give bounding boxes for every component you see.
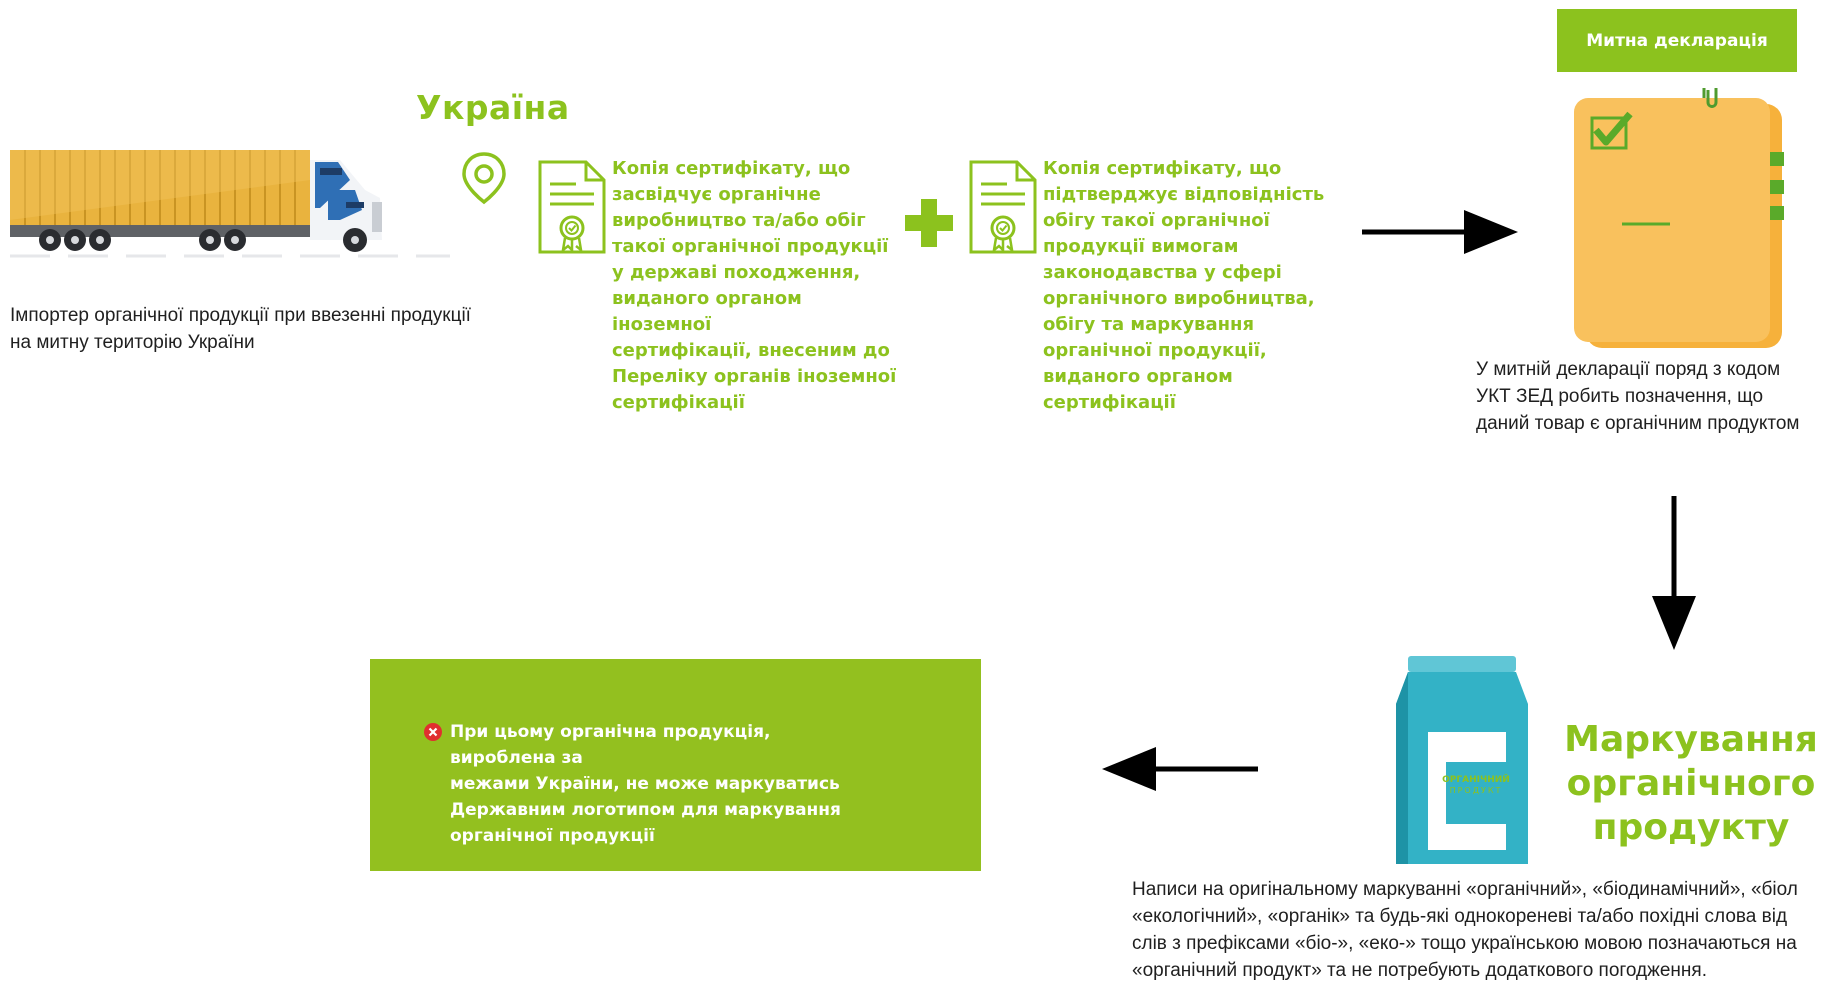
importer-line: Імпортер органічної продукції при ввезен… xyxy=(10,305,471,326)
declaration-line: даний товар є органічним продуктом xyxy=(1476,413,1800,434)
certificate-line: виданого органом іноземної xyxy=(612,288,802,335)
restriction-note: При цьому органічна продукція, вироблена… xyxy=(370,659,981,871)
certificate-line: сертифікації xyxy=(612,392,745,413)
note-line: Державним логотипом для маркування xyxy=(450,800,841,820)
labeling-line: Написи на оригінальному маркуванні «орга… xyxy=(1132,879,1798,900)
certificate-line: сертифікації xyxy=(1043,392,1176,413)
certificate-document-icon xyxy=(969,160,1037,254)
location-pin-icon xyxy=(462,152,506,205)
customs-declaration-badge: Митна декларація xyxy=(1557,9,1797,72)
certificate-line: органічного виробництва, xyxy=(1043,288,1315,309)
arrow-down-icon xyxy=(1652,496,1696,650)
labeling-title-line: продукту xyxy=(1592,807,1790,848)
certificate-line: засвідчує органічне xyxy=(612,184,821,205)
certificate-line: законодавства у сфері xyxy=(1043,262,1282,283)
certificate-line: такої органічної продукції xyxy=(612,236,889,257)
certificate-line: підтверджує відповідність xyxy=(1043,184,1325,205)
pack-label-line: ПРОДУКТ xyxy=(1450,786,1503,795)
arrow-right-icon xyxy=(1362,210,1518,254)
milk-carton-icon: ОРГАНІЧНИЙ ПРОДУКТ xyxy=(1396,656,1528,864)
labeling-title-line: Маркування xyxy=(1564,719,1818,760)
labeling-description: Написи на оригінальному маркуванні «орга… xyxy=(1132,876,1842,984)
truck-icon xyxy=(10,150,450,258)
certificate-line: Копія сертифікату, що xyxy=(612,158,851,179)
note-line: При цьому органічна продукція, вироблена… xyxy=(450,722,771,768)
declaration-line: У митній декларації поряд з кодом xyxy=(1476,359,1781,380)
plus-icon xyxy=(905,199,953,247)
certificate-line: виробництво та/або обіг xyxy=(612,210,866,231)
importer-description: Імпортер органічної продукції при ввезен… xyxy=(10,302,550,356)
restriction-note-text: При цьому органічна продукція, вироблена… xyxy=(450,719,870,849)
declaration-line: УКТ ЗЕД робить позначення, що xyxy=(1476,386,1764,407)
labeling-title: Маркування органічного продукту xyxy=(1540,718,1842,850)
country-title: Україна xyxy=(416,88,570,127)
note-line: органічної продукції xyxy=(450,826,655,846)
certificate-line: виданого органом xyxy=(1043,366,1233,387)
certificate-compliance-text: Копія сертифікату, що підтверджує відпов… xyxy=(1043,156,1333,416)
certificate-line: органічної продукції, xyxy=(1043,340,1267,361)
certificate-line: обігу та маркування xyxy=(1043,314,1255,335)
declaration-description: У митній декларації поряд з кодом УКТ ЗЕ… xyxy=(1476,356,1842,437)
importer-line: на митну територію України xyxy=(10,332,255,353)
arrow-left-icon xyxy=(1102,747,1258,791)
labeling-line: «екологічний», «органік» та будь-які одн… xyxy=(1132,906,1788,927)
certificate-line: продукції вимогам xyxy=(1043,236,1239,257)
certificate-line: у державі походження, xyxy=(612,262,861,283)
checkbox-check-icon xyxy=(1590,111,1633,150)
certificate-line: Копія сертифікату, що xyxy=(1043,158,1282,179)
pack-label-line: ОРГАНІЧНИЙ xyxy=(1442,773,1510,785)
labeling-title-line: органічного xyxy=(1566,763,1816,804)
certificate-line: обігу такої органічної xyxy=(1043,210,1270,231)
certificate-line: Переліку органів іноземної xyxy=(612,366,897,387)
note-line: межами України, не може маркуватись xyxy=(450,774,840,794)
labeling-line: «органічний продукт» та не потребують до… xyxy=(1132,960,1707,981)
labeling-line: слів з префіксами «біо-», «еко-» тощо ук… xyxy=(1132,933,1797,954)
certificate-line: сертифікації, внесеним до xyxy=(612,340,890,361)
close-circle-icon xyxy=(424,723,442,741)
certificate-document-icon xyxy=(538,160,606,254)
certificate-origin-text: Копія сертифікату, що засвідчує органічн… xyxy=(612,156,898,416)
folder-icon xyxy=(1574,88,1784,348)
